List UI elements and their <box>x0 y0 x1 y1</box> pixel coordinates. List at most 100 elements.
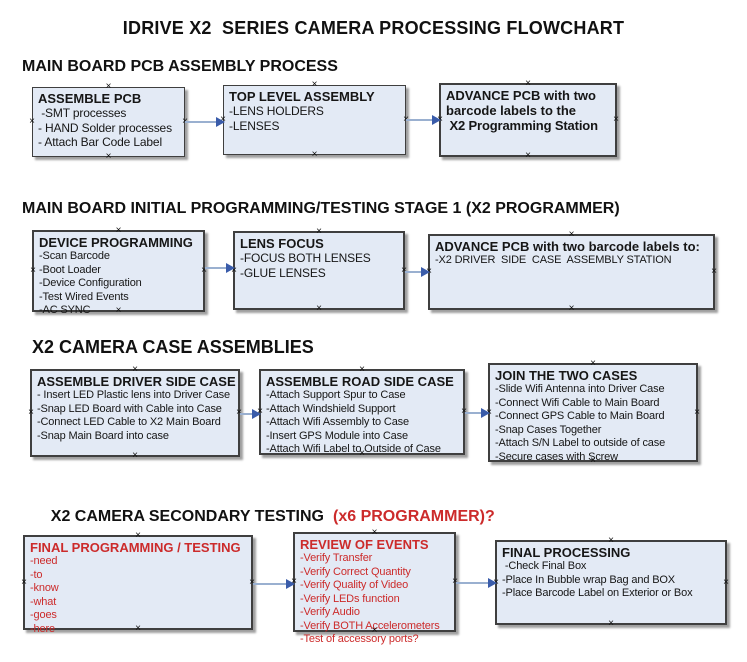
flow-box-join-the-two-cases: JOIN THE TWO CASES -Slide Wifi Antenna i… <box>486 358 700 466</box>
connector-line <box>406 119 434 121</box>
box-step: -Verify Correct Quantity <box>300 565 411 578</box>
box-title: ASSEMBLE PCB <box>38 91 142 106</box>
box-step: -Test Wired Events <box>39 290 129 303</box>
box-step: -here <box>30 622 55 635</box>
connection-point-icon: × <box>711 266 717 277</box>
flow-box-assemble-road-side-case: ASSEMBLE ROAD SIDE CASE -Attach Support … <box>257 364 467 459</box>
box-step: -Snap LED Board with Cable into Case <box>37 402 222 415</box>
box-step: -Place Barcode Label on Exterior or Box <box>502 587 693 599</box>
box-step: -Verify BOTH Accelerometers <box>300 619 440 632</box>
connector-line <box>253 583 288 585</box>
box-step: -LENSES <box>229 118 280 133</box>
connection-point-icon: × <box>608 618 614 629</box>
box-step: -Snap Main Board into case <box>37 429 169 442</box>
connection-point-icon: × <box>132 364 138 375</box>
connection-point-icon: × <box>311 79 318 90</box>
connection-point-icon: × <box>452 576 458 587</box>
connector-line <box>456 582 490 584</box>
connector-line <box>405 271 423 273</box>
box-step: -Attach Wifi Assembly to Case <box>266 416 409 428</box>
box-step: -Verify Audio <box>300 606 360 618</box>
box-step: -Boot Loader <box>39 263 101 276</box>
arrow-right-icon <box>226 263 235 273</box>
box-title: ADVANCE PCB with two barcode labels to: <box>435 239 700 254</box>
section-heading-secondary-testing: X2 CAMERA SECONDARY TESTING(x6 PROGRAMME… <box>33 490 495 544</box>
connection-point-icon: × <box>105 81 112 92</box>
box-step: -SMT processes <box>38 106 127 120</box>
connection-point-icon: × <box>461 406 467 417</box>
flow-box-top-level-assembly: TOP LEVEL ASSEMBLY -LENS HOLDERS -LENSES… <box>220 80 409 160</box>
box-step: -AC SYNC <box>39 304 91 316</box>
connection-point-icon: × <box>236 407 242 418</box>
connection-point-icon: × <box>135 530 141 541</box>
box-step: -Verify Transfer <box>300 552 373 564</box>
box-step: -Verify Quality of Video <box>300 579 409 591</box>
connection-point-icon: × <box>568 229 575 240</box>
box-step: -to <box>30 568 43 581</box>
box-step: -need <box>30 555 58 567</box>
connection-point-icon: × <box>29 116 35 127</box>
box-title: TOP LEVEL ASSEMBLY <box>229 89 375 104</box>
box-step: -what <box>30 595 57 608</box>
box-step: -Connect Wifi Cable to Main Board <box>495 396 660 409</box>
connection-point-icon: × <box>201 265 207 276</box>
connector-line <box>205 267 228 269</box>
box-title: ADVANCE PCB with two barcode labels to t… <box>446 88 600 118</box>
connector-final-programming-to-review <box>253 579 295 589</box>
connection-point-icon: × <box>316 303 322 314</box>
box-step: -GLUE LENSES <box>240 265 326 280</box>
flow-box-review-of-events: REVIEW OF EVENTS -Verify Transfer -Verif… <box>291 527 458 646</box>
box-title: JOIN THE TWO CASES <box>495 368 638 383</box>
connector-road-case-to-join-cases <box>465 408 490 418</box>
connection-point-icon: × <box>359 364 365 375</box>
flow-box-device-programming: DEVICE PROGRAMMING -Scan Barcode -Boot L… <box>30 225 207 317</box>
section-heading-red-note: (x6 PROGRAMMER)? <box>333 508 495 525</box>
box-step: -Attach Windshield Support <box>266 402 396 415</box>
section-heading-case-assemblies: X2 CAMERA CASE ASSEMBLIES <box>32 337 314 357</box>
page-title: IDRIVE X2 SERIES CAMERA PROCESSING FLOWC… <box>122 18 625 38</box>
box-step: -goes <box>30 609 57 621</box>
flow-box-final-programming-testing: FINAL PROGRAMMING / TESTING -need -to -k… <box>21 530 255 635</box>
connection-point-icon: × <box>30 265 36 276</box>
flow-box-advance-pcb-programming-station: ADVANCE PCB with two barcode labels to t… <box>437 79 619 161</box>
connector-review-to-final-processing <box>456 578 497 588</box>
arrow-right-icon <box>481 408 490 418</box>
section-heading-pcb-assembly: MAIN BOARD PCB ASSEMBLY PROCESS <box>22 58 338 75</box>
box-step: -LENS HOLDERS <box>229 104 324 118</box>
box-step: - Attach Bar Code Label <box>38 135 162 149</box>
connection-point-icon: × <box>28 407 34 418</box>
connector-line <box>240 413 254 415</box>
flow-box-lens-focus: LENS FOCUS -FOCUS BOTH LENSES -GLUE LENS… <box>231 226 407 314</box>
connection-point-icon: × <box>590 358 596 369</box>
connector-device-programming-to-lens-focus <box>205 263 235 273</box>
box-step: -Verify LEDs function <box>300 592 400 605</box>
box-step: -Connect GPS Cable to Main Board <box>495 410 665 422</box>
flow-box-advance-pcb-case-assembly: ADVANCE PCB with two barcode labels to: … <box>426 229 717 314</box>
flow-box-assemble-pcb: ASSEMBLE PCB -SMT processes - HAND Solde… <box>29 82 188 162</box>
box-step: X2 Programming Station <box>446 118 598 133</box>
connector-lens-focus-to-advance-pcb <box>405 267 430 277</box>
connection-point-icon: × <box>613 114 619 125</box>
connection-point-icon: × <box>115 225 122 236</box>
box-step: -Attach S/N Label to outside of case <box>495 437 666 449</box>
connection-point-icon: × <box>371 527 378 538</box>
connector-top-level-to-advance-pcb <box>406 115 441 125</box>
connection-point-icon: × <box>135 623 141 634</box>
connector-line <box>185 121 218 123</box>
connection-point-icon: × <box>568 303 575 314</box>
connection-point-icon: × <box>723 576 729 588</box>
box-title: ASSEMBLE DRIVER SIDE CASE <box>37 374 236 389</box>
connection-point-icon: × <box>371 625 378 636</box>
connection-point-icon: × <box>525 150 531 161</box>
arrow-right-icon <box>286 579 295 589</box>
box-step: -Connect LED Cable to X2 Main Board <box>37 416 221 428</box>
box-step: -Slide Wifi Antenna into Driver Case <box>495 383 665 395</box>
box-step: -Check Final Box <box>502 560 587 572</box>
arrow-right-icon <box>432 115 441 125</box>
connector-assemble-pcb-to-top-level <box>185 117 225 127</box>
connector-line <box>465 412 483 414</box>
box-step: -FOCUS BOTH LENSES <box>240 251 371 265</box>
connection-point-icon: × <box>316 226 322 237</box>
box-step: -Insert GPS Module into Case <box>266 429 408 442</box>
